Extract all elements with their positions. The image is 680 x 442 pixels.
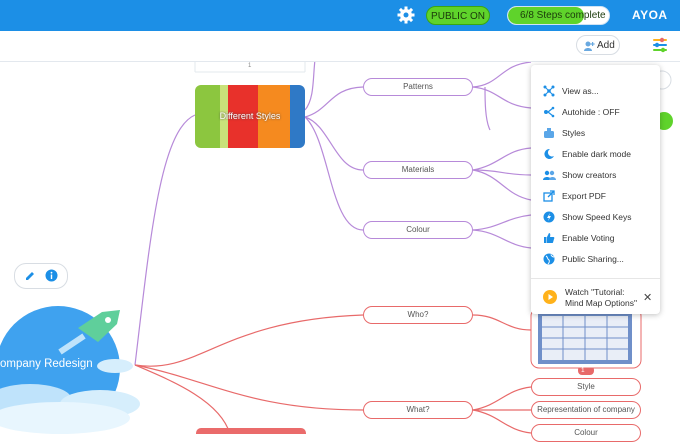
styles-icon (544, 128, 554, 138)
brand-logo: AYOA (632, 8, 668, 22)
root-node-label: ompany Redesign (0, 358, 93, 370)
rocket-icon (58, 310, 120, 355)
comment-count: 1 (581, 367, 585, 374)
node-colour[interactable]: Colour (363, 221, 473, 239)
users-icon (543, 170, 556, 180)
node-patterns[interactable]: Patterns (363, 78, 473, 96)
add-user-icon (584, 41, 595, 51)
ruler-label: 1 (248, 63, 252, 69)
lightning-icon (543, 211, 555, 223)
node-what[interactable]: What? (363, 401, 473, 419)
close-icon[interactable]: ✕ (643, 292, 653, 304)
node-edit-bubble (14, 263, 68, 289)
node-representation[interactable]: Representation of company (531, 401, 641, 419)
public-on-toggle[interactable]: PUBLIC ON (426, 6, 490, 25)
node-who[interactable]: Who? (363, 306, 473, 324)
toolbar: 1 (0, 31, 680, 69)
gear-icon[interactable] (396, 5, 416, 25)
steps-progress-label: 6/8 Steps complete (520, 10, 606, 21)
node-materials[interactable]: Materials (363, 161, 473, 179)
menu-divider (531, 278, 660, 279)
node-style[interactable]: Style (531, 378, 641, 396)
top-bar: PUBLIC ON 6/8 Steps complete AYOA (0, 0, 680, 31)
red-branches (134, 314, 532, 434)
node-colour-leaf[interactable]: Colour (531, 424, 641, 442)
tutorial-item[interactable]: Watch "Tutorial: Mind Map Options" ✕ (543, 287, 653, 309)
nodes-icon (543, 85, 555, 97)
export-icon (543, 190, 555, 202)
globe-icon (543, 253, 555, 265)
play-icon (543, 290, 557, 304)
image-node-label: Different Styles (219, 111, 281, 121)
options-sliders-icon[interactable] (651, 36, 669, 54)
pencil-icon[interactable] (24, 269, 36, 281)
mind-map-options-menu: View as... Autohide : OFF Styles Enable … (531, 65, 660, 314)
image-node-different-styles[interactable]: Different Styles (195, 85, 305, 148)
thumbs-up-icon (544, 233, 555, 243)
moon-icon (544, 148, 554, 159)
add-button[interactable]: Add (576, 35, 620, 55)
purple-branches (134, 39, 532, 366)
steps-progress-fill (508, 7, 584, 24)
steps-progress[interactable]: 6/8 Steps complete (507, 6, 610, 25)
add-button-label: Add (597, 40, 615, 51)
info-icon[interactable] (45, 269, 58, 282)
image-leaf-node[interactable] (530, 307, 642, 369)
autohide-icon (544, 106, 555, 118)
red-node-partial (196, 428, 306, 434)
root-node[interactable] (0, 306, 140, 434)
